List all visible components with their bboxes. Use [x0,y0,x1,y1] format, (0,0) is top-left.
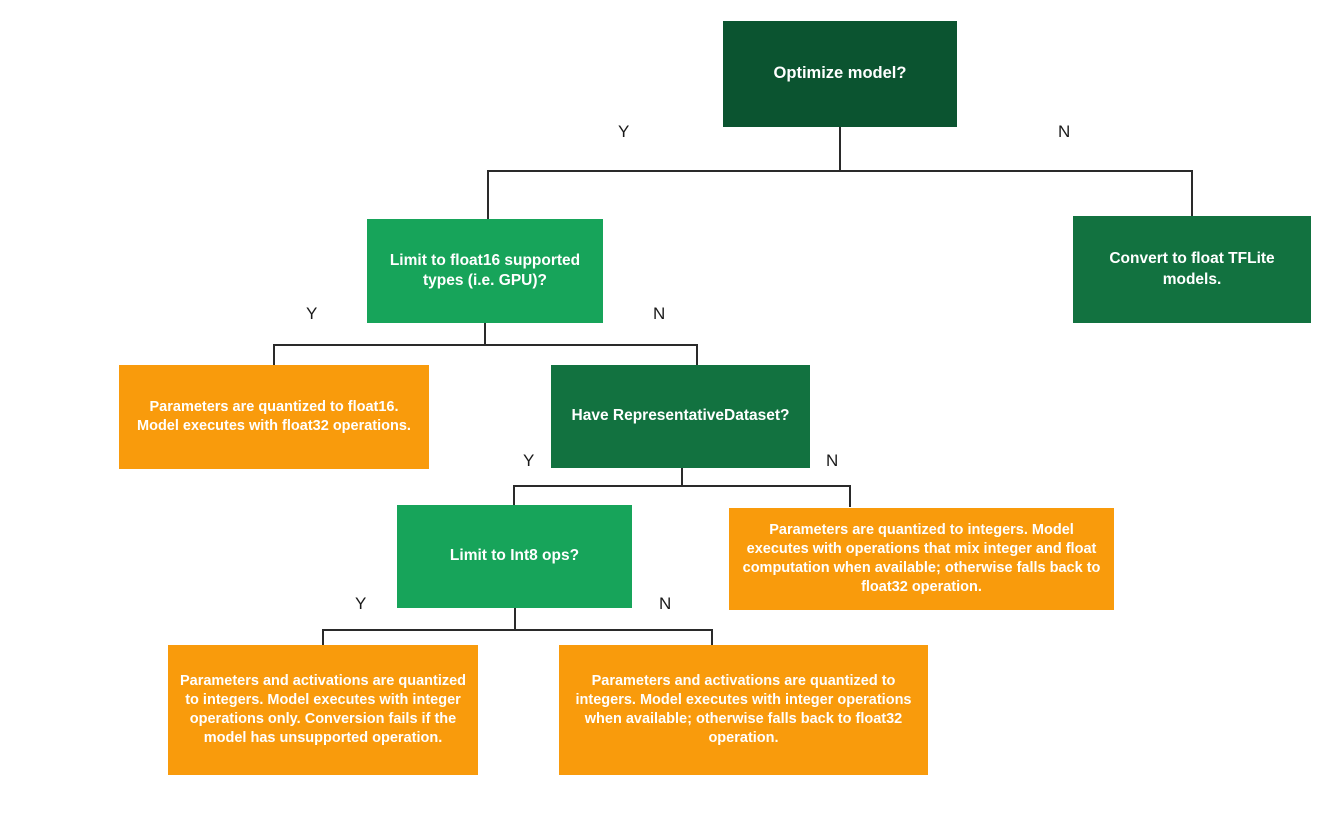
branch-label-level2-yes: Y [306,304,318,323]
node-have-representative-dataset[interactable]: Have RepresentativeDataset? [551,365,810,468]
edge-level3-yes-drop [513,485,515,507]
node-optimize-model[interactable]: Optimize model? [723,21,957,127]
node-convert-float-tflite[interactable]: Convert to float TFLite models. [1073,216,1311,323]
edge-level1-bus [487,170,1193,172]
node-integer-only-result[interactable]: Parameters and activations are quantized… [168,645,478,775]
node-integer-fallback-result[interactable]: Parameters and activations are quantized… [559,645,928,775]
node-mixed-integer-float-result[interactable]: Parameters are quantized to integers. Mo… [729,508,1114,610]
edge-level1-yes-drop [487,170,489,220]
branch-label-level3-no: N [826,451,839,470]
edge-level4-no-drop [711,629,713,646]
node-float16-result[interactable]: Parameters are quantized to float16. Mod… [119,365,429,469]
edge-level2-bus [273,344,698,346]
edge-level2-no-drop [696,344,698,365]
edge-level2-stem [484,323,486,345]
edge-level4-stem [514,608,516,630]
branch-label-level3-yes: Y [523,451,535,470]
branch-label-level4-no: N [659,594,672,613]
branch-label-level2-no: N [653,304,666,323]
edge-level4-yes-drop [322,629,324,646]
node-limit-float16[interactable]: Limit to float16 supported types (i.e. G… [367,219,603,323]
edge-level1-no-drop [1191,170,1193,220]
branch-label-level1-yes: Y [618,122,630,141]
node-limit-int8-ops[interactable]: Limit to Int8 ops? [397,505,632,608]
edge-level3-no-drop [849,485,851,507]
branch-label-level1-no: N [1058,122,1071,141]
edge-level3-bus [513,485,851,487]
branch-label-level4-yes: Y [355,594,367,613]
edge-level4-bus [322,629,713,631]
edge-level2-yes-drop [273,344,275,365]
edge-level3-stem [681,468,683,486]
edge-root-stem [839,127,841,171]
